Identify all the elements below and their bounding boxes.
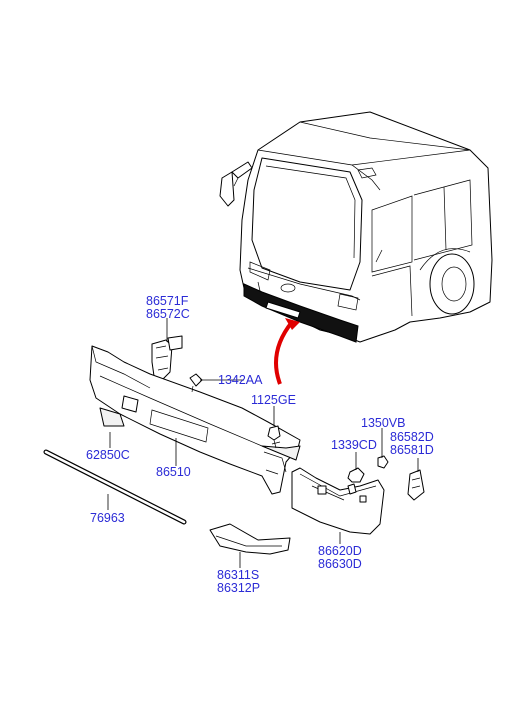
label-86311s: 86311S (217, 568, 259, 582)
part-labels: 86571F 86572C 1342AA 1125GE 1350VB 1339C… (86, 294, 434, 595)
part-cover-86311s (209, 523, 291, 555)
label-86312p: 86312P (217, 581, 260, 595)
bus-illustration (219, 111, 493, 343)
part-nut-1339cd (347, 467, 365, 483)
label-1339cd: 1339CD (331, 438, 377, 452)
label-86510: 86510 (156, 465, 191, 479)
label-86572c: 86572C (146, 307, 190, 321)
label-86630d: 86630D (318, 557, 362, 571)
label-86582d: 86582D (390, 430, 434, 444)
part-bracket-86582d (407, 469, 425, 501)
part-bumper-86510 (89, 345, 301, 495)
part-reflector-62850c (99, 407, 125, 427)
label-76963: 76963 (90, 511, 125, 525)
label-1342aa: 1342AA (218, 373, 263, 387)
part-bracket-86571f (151, 335, 183, 381)
callout-arrow (274, 318, 300, 385)
label-86571f: 86571F (146, 294, 189, 308)
label-86620d: 86620D (318, 544, 362, 558)
label-1350vb: 1350VB (361, 416, 405, 430)
label-62850c: 62850C (86, 448, 130, 462)
part-bolt-1125ge (267, 425, 281, 449)
part-moulding-76963 (43, 449, 187, 525)
label-1125ge: 1125GE (251, 393, 296, 407)
leader-lines (107, 318, 419, 568)
label-86581d: 86581D (390, 443, 434, 457)
part-screw-1350vb (377, 455, 389, 469)
part-corner-bumper-86620d (291, 467, 385, 535)
